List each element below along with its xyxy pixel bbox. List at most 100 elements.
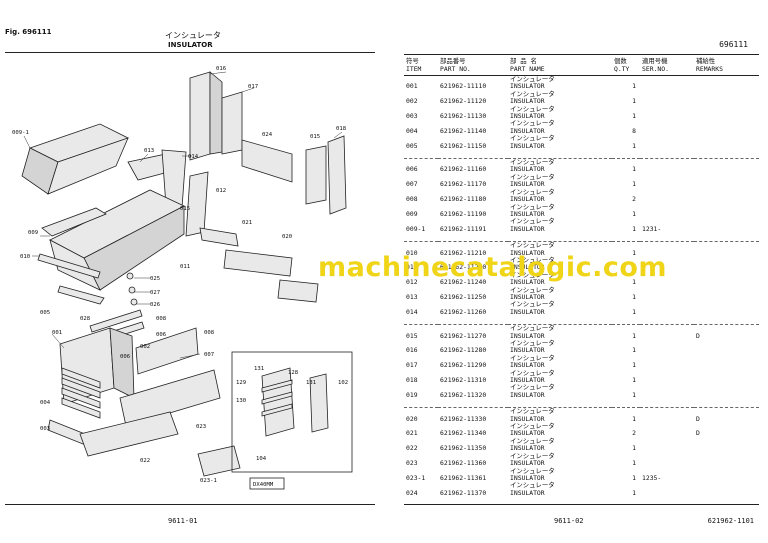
part-004 [61, 367, 101, 389]
watermark-text: machinecatalogic.com [318, 252, 668, 283]
serial-number [640, 189, 694, 204]
title-japanese: インシュレータ [165, 31, 221, 40]
remarks [694, 272, 759, 287]
group-separator [404, 150, 759, 160]
quantity: 1 [632, 248, 636, 257]
serial-number [640, 384, 694, 399]
part-number: 621962-11361 [440, 473, 487, 482]
part-name-japanese: インシュレータ [510, 422, 555, 431]
svg-text:003: 003 [40, 426, 50, 432]
svg-text:004: 004 [40, 400, 51, 406]
top-rule [5, 52, 375, 53]
serial-number [640, 135, 694, 150]
part-name-japanese: インシュレータ [510, 383, 555, 392]
quantity: 1 [632, 97, 636, 106]
item-number: 017 [406, 361, 418, 370]
remarks [694, 257, 759, 272]
svg-text:014: 014 [188, 154, 199, 160]
document-number: 696111 [719, 40, 748, 49]
svg-text:010: 010 [20, 254, 30, 260]
remarks [694, 370, 759, 385]
svg-text:028: 028 [80, 316, 91, 322]
svg-text:007: 007 [204, 352, 214, 358]
part-name-japanese: インシュレータ [510, 285, 555, 294]
part-019 [277, 279, 319, 303]
svg-text:129: 129 [236, 380, 246, 386]
part-name-english: INSULATOR [510, 209, 545, 218]
part-number: 621962-11130 [440, 112, 487, 121]
part-name-japanese: インシュレータ [510, 172, 555, 181]
serial-number [640, 159, 694, 174]
part-name-english: INSULATOR [510, 331, 545, 340]
quantity: 1 [632, 165, 636, 174]
quantity: 1 [632, 390, 636, 399]
item-number: 022 [406, 444, 418, 453]
part-023-1 [197, 445, 241, 477]
svg-text:027: 027 [150, 290, 160, 296]
part-018 [327, 135, 347, 215]
serial-number [640, 204, 694, 219]
serial-number [640, 91, 694, 106]
part-name-english: INSULATOR [510, 97, 545, 106]
part-number: 621962-11290 [440, 361, 487, 370]
quantity: 1 [632, 180, 636, 189]
part-name-japanese: インシュレータ [510, 255, 555, 264]
svg-text:131: 131 [254, 366, 264, 372]
part-number: 621962-11370 [440, 488, 487, 497]
item-number: 001 [406, 82, 418, 91]
quantity: 1 [632, 209, 636, 218]
part-number: 621962-11240 [440, 278, 487, 287]
serial-number [640, 287, 694, 302]
part-name-japanese: インシュレータ [510, 353, 555, 362]
bottom-rule [5, 504, 375, 505]
part-number: 621962-11360 [440, 459, 487, 468]
item-number: 013 [406, 292, 418, 301]
part-name-japanese: インシュレータ [510, 436, 555, 445]
remarks [694, 468, 759, 483]
part-number: 621962-11150 [440, 141, 487, 150]
part-name-english: INSULATOR [510, 112, 545, 121]
remarks [694, 438, 759, 453]
part-number: 621962-11260 [440, 307, 487, 316]
svg-text:008: 008 [204, 330, 215, 336]
svg-text:015: 015 [310, 134, 320, 140]
svg-text:022: 022 [140, 458, 150, 464]
item-number: 024 [406, 488, 418, 497]
part-name-english: INSULATOR [510, 429, 545, 438]
svg-text:017: 017 [248, 84, 258, 90]
svg-text:020: 020 [282, 234, 292, 240]
remarks [694, 204, 759, 219]
footer-code: 621962-1101 [707, 517, 754, 525]
part-name-english: INSULATOR [510, 390, 545, 399]
page-number-right: 9611-02 [554, 517, 584, 525]
part-name-japanese: インシュレータ [510, 368, 555, 377]
remarks [694, 301, 759, 316]
part-name-english: INSULATOR [510, 361, 545, 370]
item-number: 023 [406, 459, 418, 468]
remarks [694, 91, 759, 106]
quantity: 1 [632, 414, 636, 423]
part-name-english: INSULATOR [510, 82, 545, 91]
serial-number [640, 340, 694, 355]
remarks: D [696, 331, 700, 340]
part-name-english: INSULATOR [510, 346, 545, 355]
part-name-english: INSULATOR [510, 473, 545, 482]
part-name-english: INSULATOR [510, 459, 545, 468]
part-007 [135, 327, 199, 375]
